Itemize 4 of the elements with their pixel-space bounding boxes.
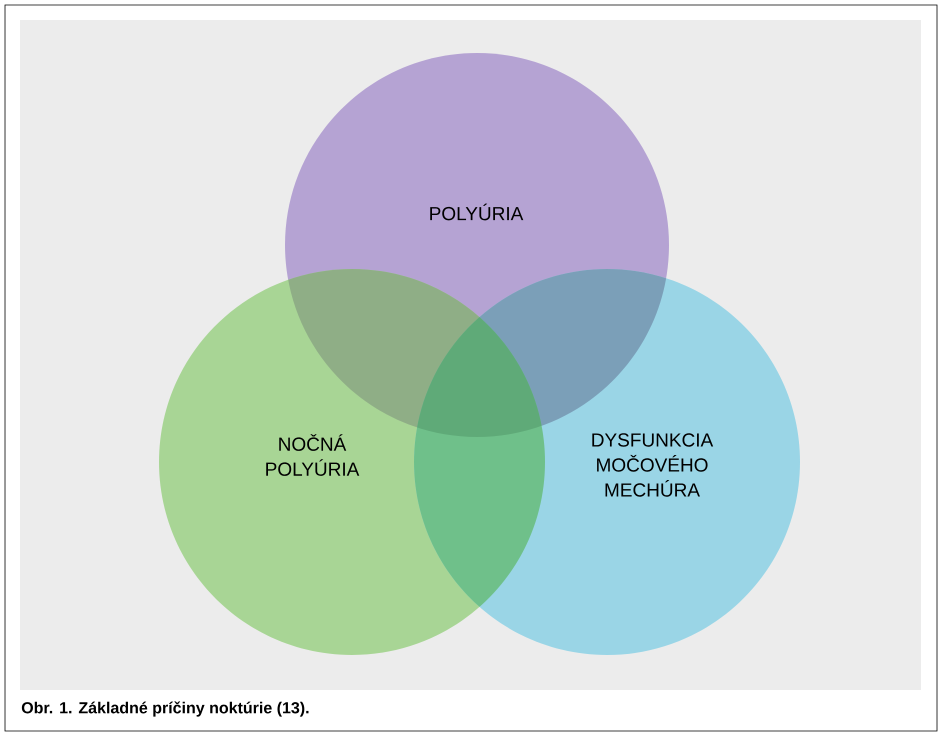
circle-label: POLYÚRIA	[430, 204, 524, 220]
circle-label: DYSFUNKCIA MOČOVÉHO MECHÚRA	[592, 433, 714, 497]
circle-label: NOČNÁ POLYÚRIA	[266, 434, 360, 476]
caption: Obr. 1. Základné príčiny noktúrie (13).	[22, 701, 308, 717]
